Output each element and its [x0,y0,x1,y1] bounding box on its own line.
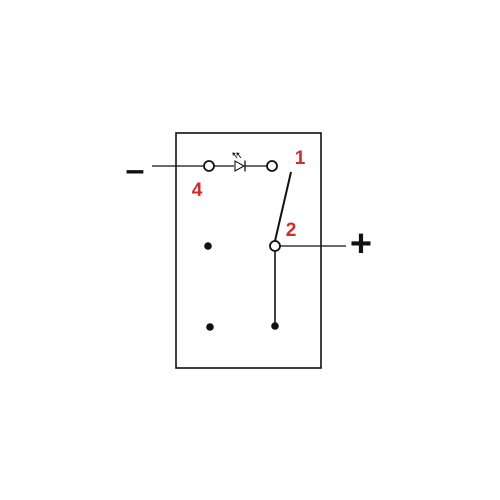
pin-2-terminal [269,240,281,252]
switch-body [175,132,322,369]
switch-lever [274,171,292,242]
positive-terminal-symbol: + [350,223,372,265]
pin-2-label: 2 [286,220,297,241]
pin-1-label: 1 [295,148,306,169]
led-icon [232,152,246,172]
pin-dot-left-bottom [206,323,214,331]
pin-4-terminal [203,160,215,172]
negative-terminal-symbol: – [126,151,145,189]
pin-dot-left-middle [204,242,212,250]
pin-1-terminal [266,160,278,172]
pin-dot-right-bottom [271,322,279,330]
pin-4-label: 4 [192,180,203,201]
